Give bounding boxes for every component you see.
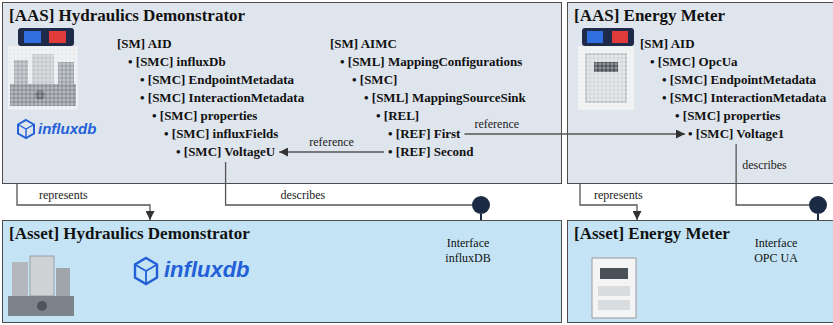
list-item: • [SMC] OpcUa: [650, 54, 738, 70]
list-item: • [SML] MappingConfigurations: [340, 54, 522, 70]
list-item: • [REL]: [376, 108, 419, 124]
submodel-heading-holder: [SM] AID: [117, 36, 172, 52]
edge-label: describes: [742, 158, 787, 172]
list-item: • [SMC] InteractionMetadata: [140, 90, 304, 106]
list-item: • [SML] MappingSourceSink: [364, 90, 526, 106]
submodel-heading: [SM] AID: [640, 36, 695, 52]
element-name: • [SMC] Voltage1: [688, 126, 784, 142]
edge-label: represents: [594, 188, 643, 202]
interface-label: Interface OPC UA: [744, 236, 808, 266]
element-name: • [REF] First: [388, 126, 460, 142]
panel-title: [AAS] Hydraulics Demonstrator: [3, 3, 561, 29]
list-item-holder: • [SMC] influxDb: [128, 54, 226, 70]
list-item-holder: • [SMC] properties: [675, 108, 780, 124]
list-item: • [SMC] EndpointMetadata: [140, 72, 294, 88]
edge-label-holder: reference: [309, 135, 354, 149]
edge-label: describes: [281, 188, 326, 202]
list-item-holder: • [SML] MappingSourceSink: [364, 90, 526, 106]
list-item: • [SMC] EndpointMetadata: [662, 72, 816, 88]
list-item-holder: • [REL]: [376, 108, 419, 124]
list-item: • [SMC] InteractionMetadata: [662, 90, 826, 106]
list-item: • [SMC] influxDb: [128, 54, 226, 70]
submodel-heading-holder: [SM] AIMC: [330, 36, 397, 52]
edge-label: represents: [39, 188, 88, 202]
submodel-heading: [SM] AID: [117, 36, 172, 52]
logo-text: influxdb: [38, 120, 96, 138]
connector: [17, 184, 150, 220]
logo-text-holder: influxdb: [164, 257, 250, 283]
reference-element: • [REF] Second: [388, 144, 473, 160]
submodel-element: • [SMC] Voltage1: [688, 126, 784, 142]
asset-panel: [Asset] Hydraulics Demonstrator: [2, 220, 562, 323]
list-item: • [SMC]: [352, 72, 397, 88]
list-item-holder: • [SMC] influxFields: [164, 126, 278, 142]
reference-element: • [REF] First: [388, 126, 460, 142]
submodel-element: • [SMC] VoltageU: [176, 144, 275, 160]
element-name: • [SMC] VoltageU: [176, 144, 275, 160]
edge-label-holder: describes: [281, 188, 326, 202]
list-item: • [SMC] properties: [675, 108, 780, 124]
submodel-heading: [SM] AIMC: [330, 36, 397, 52]
list-item-holder: • [SMC] EndpointMetadata: [662, 72, 816, 88]
interface-label: Interface influxDB: [436, 236, 500, 266]
edge-label-holder: represents: [39, 188, 88, 202]
list-item-holder: • [SMC] InteractionMetadata: [140, 90, 304, 106]
interface-dot: Interface influxDB: [472, 196, 490, 214]
edge-label-holder: reference: [474, 117, 519, 131]
list-item: • [SMC] properties: [152, 108, 257, 124]
list-item-holder: • [SMC] EndpointMetadata: [140, 72, 294, 88]
submodel-heading-holder: [SM] AID: [640, 36, 695, 52]
element-name: • [REF] Second: [388, 144, 473, 160]
panel-title: [AAS] Energy Meter: [568, 3, 833, 29]
edge-label: reference: [474, 117, 519, 131]
edge-label-holder: describes: [742, 158, 787, 172]
list-item-holder: • [SMC] InteractionMetadata: [662, 90, 826, 106]
asset-panel: [Asset] Energy Meter: [567, 220, 833, 323]
list-item-holder: • [SML] MappingConfigurations: [340, 54, 522, 70]
logo-text-holder: influxdb: [38, 120, 96, 138]
edge-label-holder: represents: [594, 188, 643, 202]
list-item-holder: • [SMC]: [352, 72, 397, 88]
list-item-holder: • [SMC] properties: [152, 108, 257, 124]
interface-dot: Interface OPC UA: [809, 196, 827, 214]
edge-label: reference: [309, 135, 354, 149]
list-item-holder: • [SMC] OpcUa: [650, 54, 738, 70]
list-item: • [SMC] influxFields: [164, 126, 278, 142]
logo-text: influxdb: [164, 257, 250, 283]
